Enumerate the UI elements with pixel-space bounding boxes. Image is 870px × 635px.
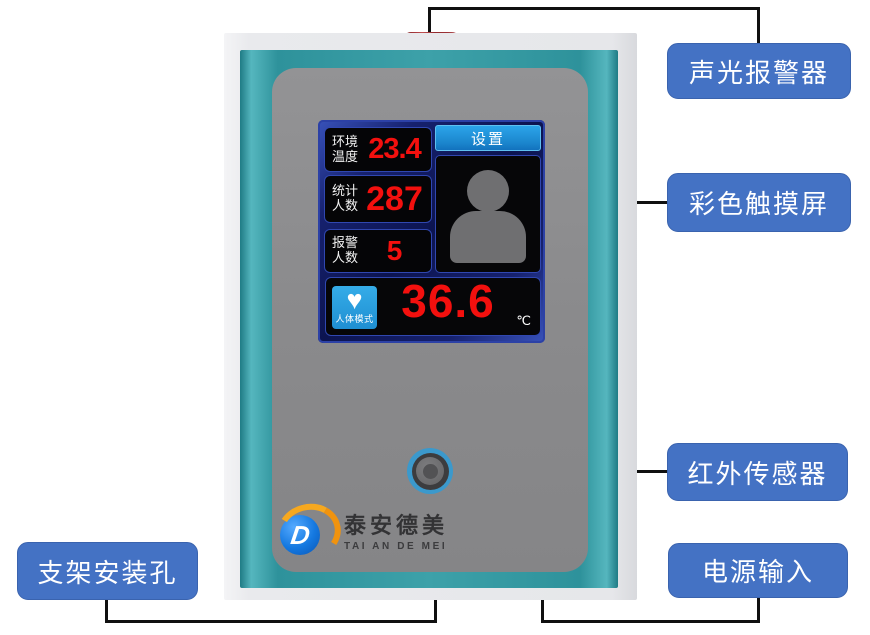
alarm-count-panel: 报警 人数 5 [324, 229, 432, 273]
temperature-unit: ℃ [516, 313, 531, 328]
body-mode-label: 人体模式 [335, 314, 374, 324]
people-count-label: 统计 人数 [332, 183, 359, 213]
sensor-ring [411, 452, 449, 490]
face-detection-area [435, 155, 541, 273]
brand-logo: D 泰安德美 TAI AN DE MEI [271, 497, 448, 567]
brand-name-cn: 泰安德美 [344, 513, 449, 538]
connector-power-vertical [541, 585, 544, 623]
ambient-temp-panel: 环境 温度 23.4 [324, 127, 432, 172]
people-count-value: 287 [366, 179, 423, 218]
annotation-power-input: 电源输入 [668, 543, 848, 598]
people-count-panel: 统计 人数 287 [324, 175, 432, 223]
alarm-count-label: 报警 人数 [332, 235, 359, 265]
body-temperature-value: 36.6 [401, 275, 495, 327]
logo-globe-icon: D [280, 515, 320, 555]
person-silhouette-icon [467, 170, 509, 212]
touch-screen: 环境 温度 23.4 统计 人数 287 报警 人数 5 设置 ♥ 人体模式 3… [318, 120, 545, 343]
connector-alarm-vertical [428, 7, 431, 34]
connector-bracket-horizontal [105, 620, 437, 623]
annotation-color-touch-screen: 彩色触摸屏 [667, 173, 851, 232]
settings-button[interactable]: 设置 [435, 125, 541, 151]
temperature-readout-panel: ♥ 人体模式 36.6 ℃ [325, 275, 541, 336]
ambient-temp-label: 环境 温度 [332, 133, 359, 164]
logo-swoosh-icon [271, 497, 347, 567]
sensor-lens [416, 457, 444, 485]
brand-logo-text: 泰安德美 TAI AN DE MEI [344, 508, 448, 552]
person-silhouette-body [450, 211, 526, 263]
alarm-count-value: 5 [386, 235, 403, 266]
annotation-bracket-mounting-hole: 支架安装孔 [17, 542, 198, 600]
connector-alarm-drop [757, 7, 760, 43]
infrared-sensor [407, 448, 453, 494]
brand-logo-icon: D [271, 497, 347, 567]
connector-bracket-drop [105, 599, 108, 623]
sensor-core [422, 463, 438, 479]
body-mode-button[interactable]: ♥ 人体模式 [332, 286, 377, 329]
connector-power-horizontal [541, 620, 760, 623]
connector-alarm-horizontal [428, 7, 760, 10]
brand-name-en: TAI AN DE MEI [344, 541, 448, 552]
connector-power-drop [757, 597, 760, 623]
heart-icon: ♥ [346, 285, 363, 315]
annotation-sound-light-alarm: 声光报警器 [667, 43, 851, 99]
ambient-temp-value: 23.4 [368, 133, 421, 165]
connector-bracket-vertical [434, 599, 437, 623]
annotation-infrared-sensor: 红外传感器 [667, 443, 848, 501]
